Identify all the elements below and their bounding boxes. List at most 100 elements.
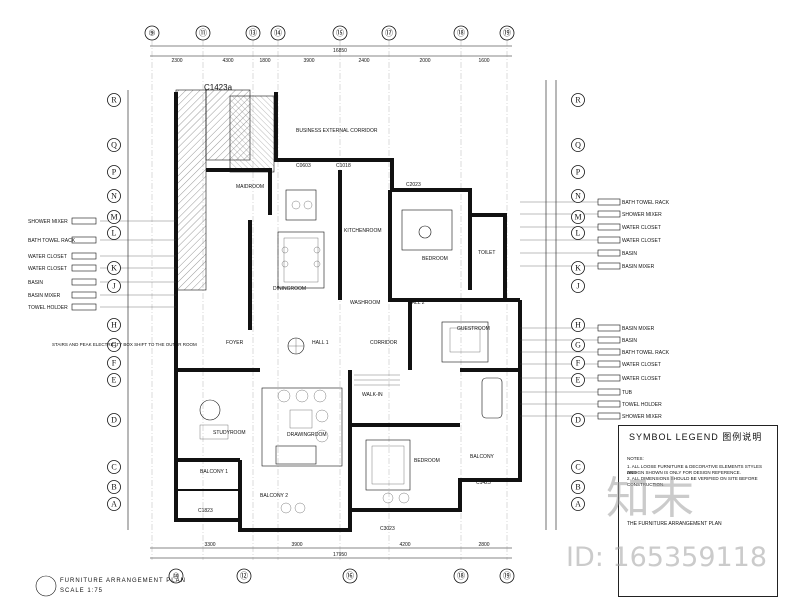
legend-note-header: NOTES:	[627, 456, 644, 461]
room-corridor: CORRIDOR	[370, 340, 398, 346]
walls	[174, 89, 522, 532]
right-bottom-3: WATER CLOSET	[622, 362, 661, 368]
tag-c2023: C2023	[406, 182, 421, 188]
tag-c0603: C0603	[296, 163, 311, 169]
grid-bottom-2: ⑯	[346, 572, 354, 581]
left-label-6: TOWEL HOLDER	[28, 305, 68, 311]
room-balcony1: BALCONY 1	[200, 469, 228, 475]
leader-lines-left	[100, 220, 176, 308]
right-bottom-1: BASIN	[622, 338, 637, 344]
left-label-0: SHOWER MIXER	[28, 219, 68, 225]
grid-right-label-2: P	[576, 168, 581, 177]
legend-note-2: 2. ALL DIMENSIONS SHOULD BE VERIFIED ON …	[627, 476, 758, 481]
grid-left-bubble-15	[107, 497, 121, 511]
grid-right-label-9: G	[575, 341, 581, 350]
grid-left-label-15: A	[111, 500, 117, 509]
grid-left-bubble-10	[107, 356, 121, 370]
dim-top-4: 2400	[358, 58, 369, 64]
grid-left-label-11: E	[112, 376, 117, 385]
plan-caption-scale: SCALE 1:75	[60, 588, 104, 594]
room-guest: GUESTROOM	[457, 326, 490, 332]
grid-left-label-14: B	[111, 483, 116, 492]
grid-left-label-9: G	[111, 341, 117, 350]
dim-top-2: 1800	[259, 58, 270, 64]
grid-left-bubble-2	[107, 165, 121, 179]
grid-right-label-4: M	[574, 213, 581, 222]
grid-right-bubble-0	[571, 93, 585, 107]
grid-left-bubble-8	[107, 318, 121, 332]
grid-left-bubble-13	[107, 460, 121, 474]
left-note: STAIRS AND PEAK ELECTRICITY BOX SHIFT TO…	[52, 342, 197, 347]
grid-left-label-3: N	[111, 192, 117, 201]
legend-title: SYMBOL LEGEND 图例说明	[629, 432, 763, 442]
grid-right-label-12: D	[575, 416, 581, 425]
grid-bottom-1: ⑫	[240, 572, 248, 581]
grid-right-label-14: B	[575, 483, 580, 492]
grid-axis-lines	[151, 40, 508, 560]
right-top-0: BATH TOWEL RACK	[622, 200, 670, 206]
grid-left-bubble-0	[107, 93, 121, 107]
room-dining: DININGROOM	[273, 286, 306, 292]
dim-bottom-total: 17950	[333, 552, 347, 558]
grid-left-bubble-11	[107, 373, 121, 387]
watermark-brand: 知末	[606, 473, 694, 524]
grid-left-bubble-9	[107, 338, 121, 352]
grid-right-label-1: Q	[575, 141, 581, 150]
right-top-4: BASIN	[622, 251, 637, 257]
left-label-1: BATH TOWEL RACK	[28, 238, 76, 244]
dim-bottom-0: 3300	[204, 542, 215, 548]
room-toilet: TOILET	[478, 250, 495, 256]
tag-c1423: C1423	[476, 480, 491, 486]
grid-right-bubble-10	[571, 356, 585, 370]
grid-left-bubble-6	[107, 261, 121, 275]
left-label-4: BASIN	[28, 280, 43, 286]
grid-right-label-11: E	[576, 376, 581, 385]
grid-right-bubble-1	[571, 138, 585, 152]
grid-bubbles-top: ⑨ ⑪ ⑬ ⑭ ⑮ ⑰ ⑱ ⑲	[144, 25, 515, 41]
dim-top-1: 4300	[222, 58, 233, 64]
right-top-5: BASIN MIXER	[622, 264, 655, 270]
grid-right-label-6: K	[575, 264, 581, 273]
dim-top-0: 2300	[171, 58, 182, 64]
room-foyer: FOYER	[226, 340, 244, 346]
legend-footer: THE FURNITURE ARRANGEMENT PLAN	[627, 521, 722, 527]
fixture-labels-left: SHOWER MIXER BATH TOWEL RACK WATER CLOSE…	[28, 219, 197, 347]
grid-left-label-6: K	[111, 264, 117, 273]
grid-bottom-0: ⑩	[172, 572, 179, 581]
room-study: STUDYROOM	[213, 430, 246, 436]
grid-left-label-12: D	[111, 416, 117, 425]
room-kitchen: KITCHENROOM	[344, 228, 382, 234]
left-label-5: BASIN MIXER	[28, 293, 61, 299]
grid-left-bubble-4	[107, 210, 121, 224]
grid-left-bubble-12	[107, 413, 121, 427]
grid-top-5: ⑰	[385, 29, 393, 38]
room-master-bedroom: BEDROOM	[414, 458, 440, 464]
room-labels: C1423a BUSINESS EXTERNAL CORRIDOR MAIDRO…	[198, 83, 495, 532]
grid-right-bubble-13	[571, 460, 585, 474]
grid-bottom-3: ⑱	[457, 572, 465, 581]
room-drawing: DRAWINGROOM	[287, 432, 327, 438]
grid-left-label-5: L	[112, 229, 117, 238]
grid-left-bubble-7	[107, 279, 121, 293]
tag-c1823: C1823	[198, 508, 213, 514]
grid-right-bubble-3	[571, 189, 585, 203]
grid-right-label-13: C	[575, 463, 580, 472]
grid-right-bubble-15	[571, 497, 585, 511]
dim-bottom-2: 4200	[399, 542, 410, 548]
grid-top-2: ⑬	[249, 29, 257, 38]
right-bottom-6: TOWEL HOLDER	[622, 402, 662, 408]
right-bottom-0: BASIN MIXER	[622, 326, 655, 332]
dim-top-6: 1600	[478, 58, 489, 64]
tag-c1018: C1018	[336, 163, 351, 169]
grid-left-label-7: J	[112, 282, 115, 291]
grid-right-bubble-11	[571, 373, 585, 387]
grid-right-label-0: R	[575, 96, 581, 105]
grid-left-bubble-3	[107, 189, 121, 203]
grid-right-label-15: A	[575, 500, 581, 509]
grid-right-bubble-5	[571, 226, 585, 240]
right-bottom-4: WATER CLOSET	[622, 376, 661, 382]
grid-top-1: ⑪	[199, 29, 207, 38]
